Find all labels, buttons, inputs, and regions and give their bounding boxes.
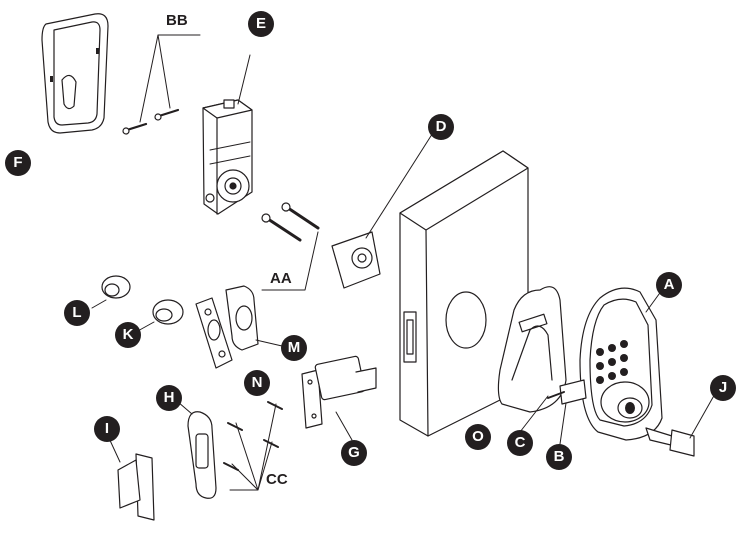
label-o: O — [465, 424, 491, 450]
label-k: K — [115, 322, 141, 348]
aa-bolts — [261, 202, 320, 291]
strike-h — [177, 401, 217, 499]
exterior-gasket-o — [497, 286, 567, 413]
label-j: J — [710, 375, 736, 401]
label-h: H — [156, 385, 182, 411]
cc-screws — [223, 401, 283, 491]
label-l: L — [64, 300, 90, 326]
ring-l — [91, 275, 131, 309]
interior-assembly-e — [202, 54, 253, 215]
label-bb: BB — [166, 12, 188, 29]
label-b: B — [546, 444, 572, 470]
bb-screws — [122, 34, 201, 135]
latch-g — [301, 355, 377, 441]
label-i: I — [94, 416, 120, 442]
strike-plate-n — [195, 297, 233, 369]
strike-reinforcer-m — [225, 285, 283, 351]
interior-cover-f — [41, 13, 109, 134]
door-slab — [399, 150, 529, 437]
label-n: N — [244, 370, 270, 396]
mounting-plate-d — [331, 127, 437, 289]
dust-box-i — [107, 435, 155, 521]
label-g: G — [341, 440, 367, 466]
label-aa: AA — [270, 270, 292, 287]
label-e: E — [248, 11, 274, 37]
key-j — [645, 391, 717, 457]
label-cc: CC — [266, 471, 288, 488]
label-a: A — [656, 272, 682, 298]
cable-b-c — [519, 379, 587, 445]
exterior-keypad-a — [579, 287, 663, 441]
label-m: M — [281, 335, 307, 361]
ring-k — [135, 299, 184, 333]
label-d: D — [428, 114, 454, 140]
label-f: F — [5, 150, 31, 176]
label-c: C — [507, 430, 533, 456]
